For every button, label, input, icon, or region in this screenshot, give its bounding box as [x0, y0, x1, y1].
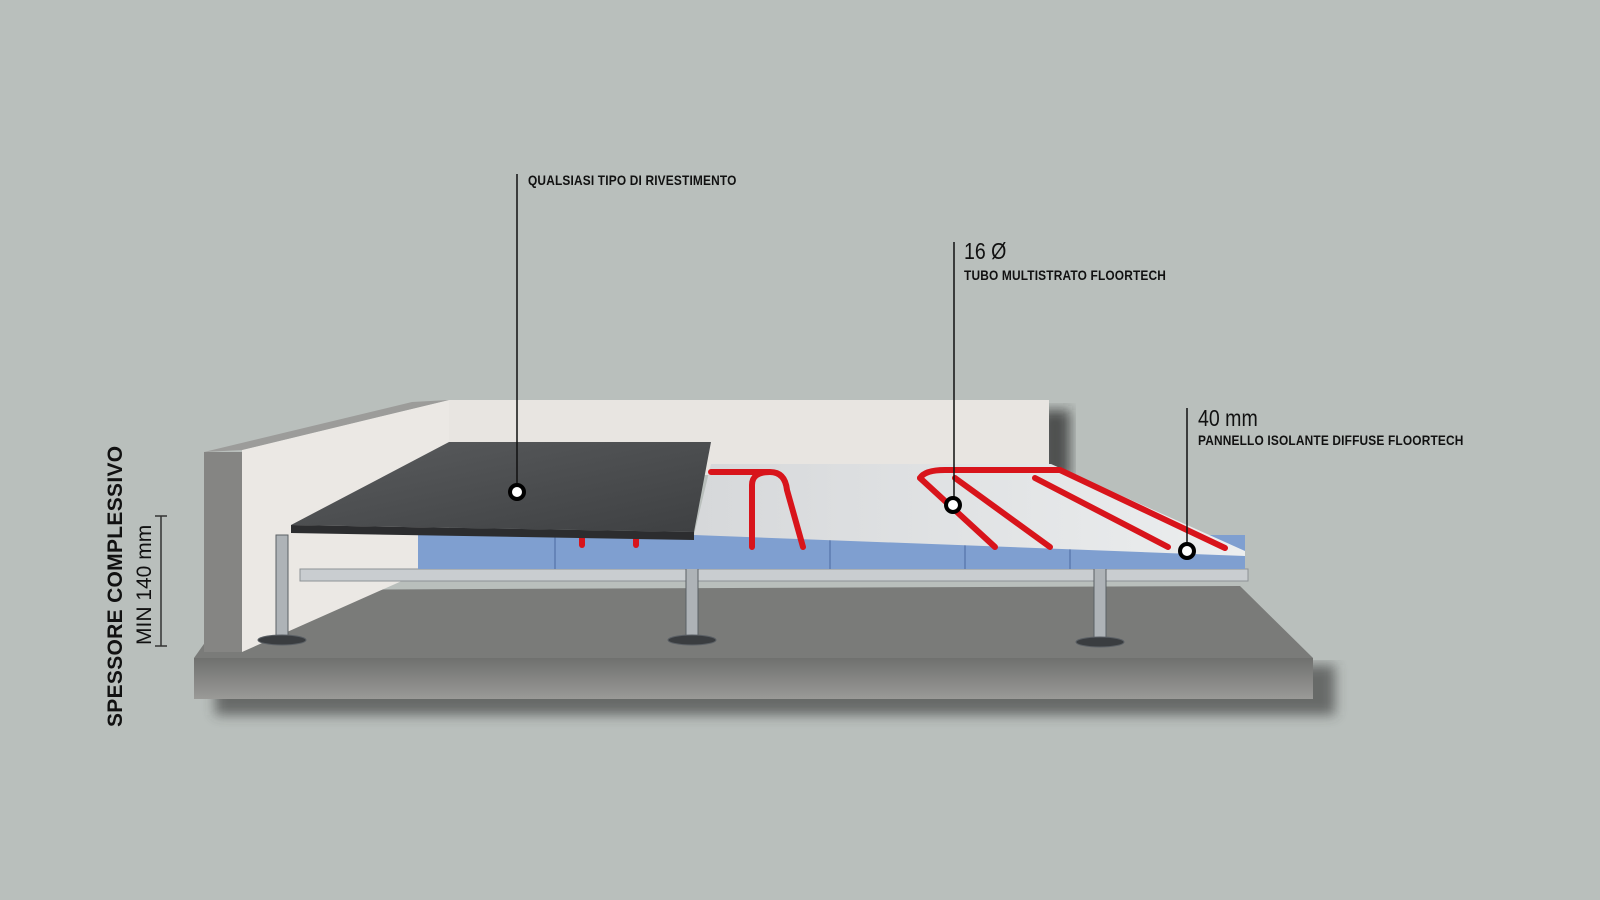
thickness-title: SPESSORE COMPLESSIVO: [104, 445, 127, 727]
callout-pipe-title: TUBO MULTISTRATO FLOORTECH: [964, 267, 1167, 283]
concrete-slab-top: [194, 586, 1313, 658]
diffuser-plate: [694, 464, 1245, 556]
left-wall-top: [204, 400, 449, 452]
callout-covering-title: QUALSIASI TIPO DI RIVESTIMENTO: [528, 172, 737, 188]
concrete-slab-front: [194, 658, 1313, 699]
callout-panel-title: PANNELLO ISOLANTE DIFFUSE FLOORTECH: [1198, 432, 1464, 448]
callout-panel-value: 40 mm: [1198, 405, 1258, 431]
callout-markers: [508, 483, 1196, 560]
thickness-value: MIN 140 mm: [133, 524, 156, 645]
thickness-bracket: [155, 515, 167, 647]
leader-lines: [516, 174, 1188, 544]
callout-pipe-value: 16 Ø: [964, 238, 1007, 264]
left-wall-front: [204, 452, 242, 652]
tile-covering-top: [291, 442, 711, 532]
tile-covering-front: [291, 525, 694, 540]
